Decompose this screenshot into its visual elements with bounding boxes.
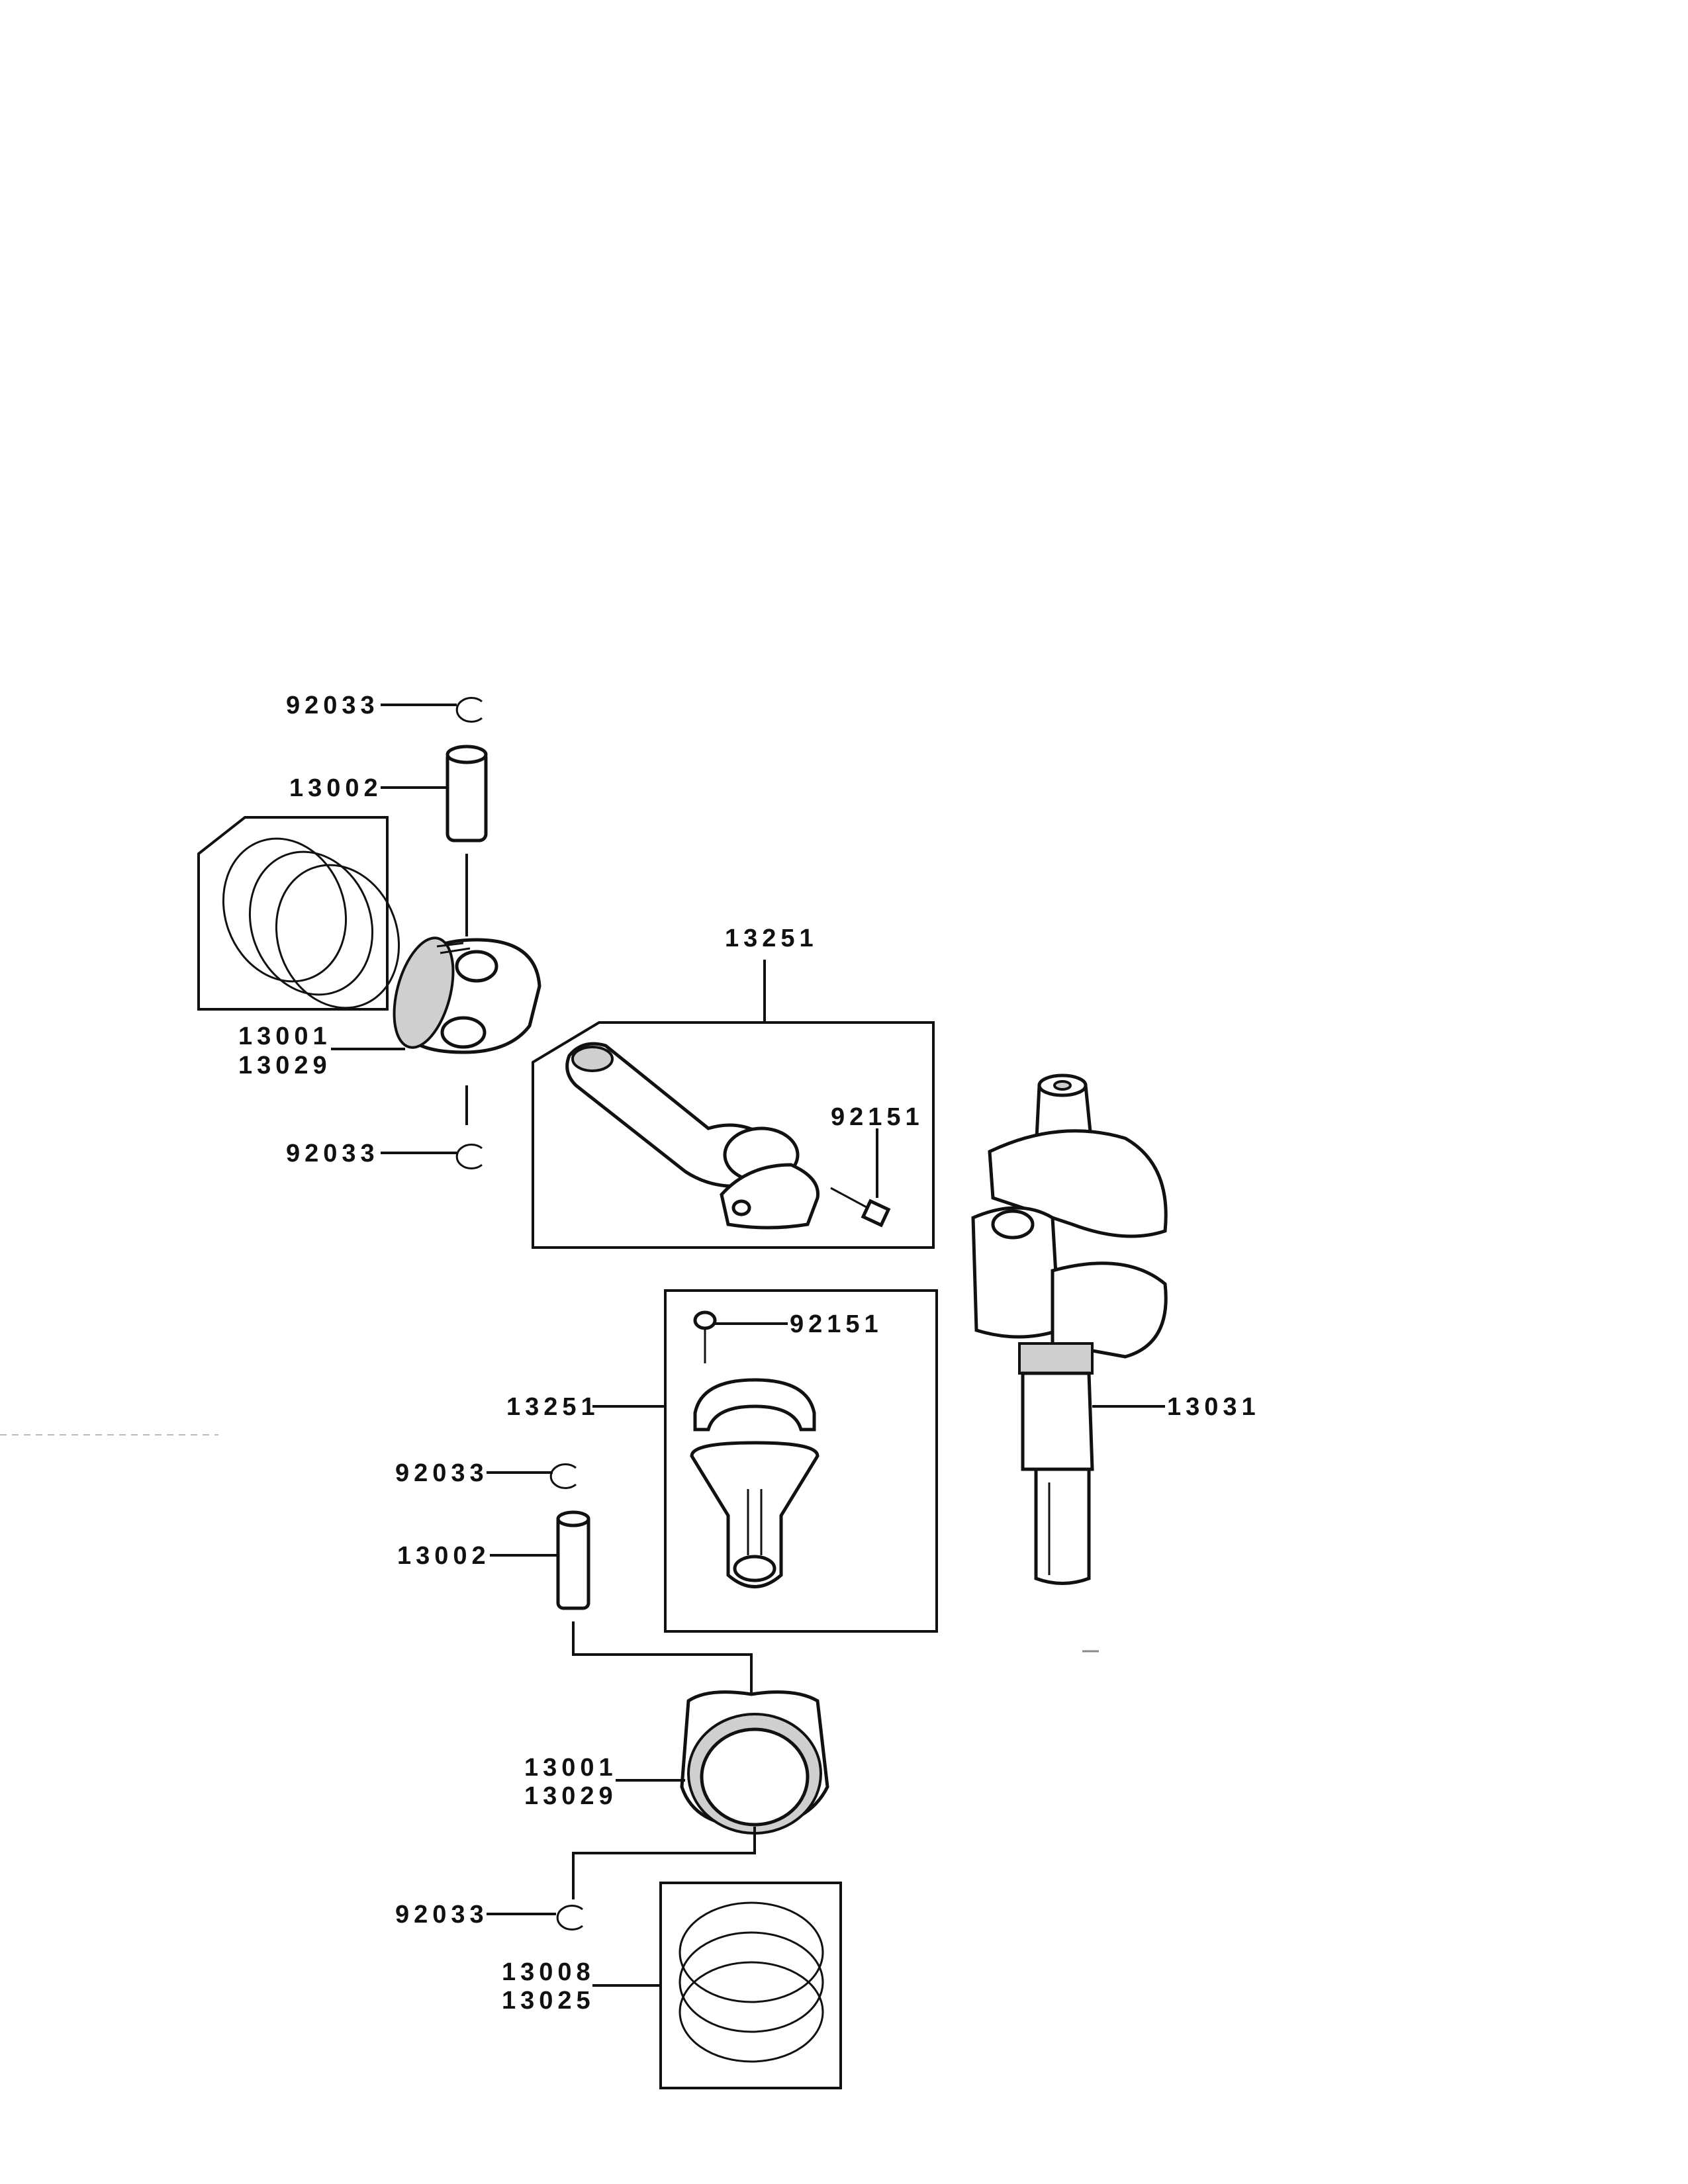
callout-lower-circlip-bottom: 92033 bbox=[395, 1901, 489, 1929]
piston-upper bbox=[393, 936, 541, 1054]
callout-upper-rod-bolt: 92151 bbox=[831, 1103, 924, 1131]
piston-pin-upper bbox=[445, 745, 488, 842]
callout-lower-rings-a: 13008 bbox=[502, 1958, 595, 1986]
callout-upper-circlip-bottom: 92033 bbox=[286, 1140, 379, 1167]
callout-upper-circlip-top: 92033 bbox=[286, 692, 379, 719]
callout-lower-piston-b: 13029 bbox=[524, 1782, 618, 1810]
circlip-upper-bottom bbox=[455, 1144, 483, 1169]
piston-rings-upper-box bbox=[197, 816, 400, 1011]
crankshaft bbox=[971, 1073, 1168, 1585]
callout-lower-circlip-top: 92033 bbox=[395, 1459, 489, 1487]
circlip-upper-top bbox=[455, 697, 483, 723]
callout-upper-pin: 13002 bbox=[289, 774, 383, 802]
circlip-lower-top bbox=[549, 1463, 577, 1489]
callout-lower-pin: 13002 bbox=[397, 1542, 491, 1570]
callout-upper-piston-b: 13029 bbox=[238, 1052, 332, 1079]
piston-rings-lower-box bbox=[659, 1882, 842, 2089]
circlip-lower-bottom bbox=[556, 1905, 583, 1931]
callout-crankshaft: 13031 bbox=[1167, 1393, 1260, 1421]
callout-upper-rod: 13251 bbox=[725, 925, 818, 952]
rod-bolt-lower bbox=[693, 1310, 717, 1363]
piston-pin-lower bbox=[556, 1510, 590, 1610]
callout-lower-rod-bolt: 92151 bbox=[790, 1310, 883, 1338]
callout-lower-rod: 13251 bbox=[506, 1393, 600, 1421]
piston-lower bbox=[680, 1690, 829, 1835]
callout-upper-piston-a: 13001 bbox=[238, 1023, 332, 1050]
callout-lower-piston-a: 13001 bbox=[524, 1754, 618, 1782]
rod-bolt-upper bbox=[830, 1187, 891, 1228]
connecting-rod-upper-box bbox=[532, 1021, 935, 1249]
callout-lower-rings-b: 13025 bbox=[502, 1987, 595, 2015]
connecting-rod-lower-box bbox=[664, 1289, 938, 1633]
